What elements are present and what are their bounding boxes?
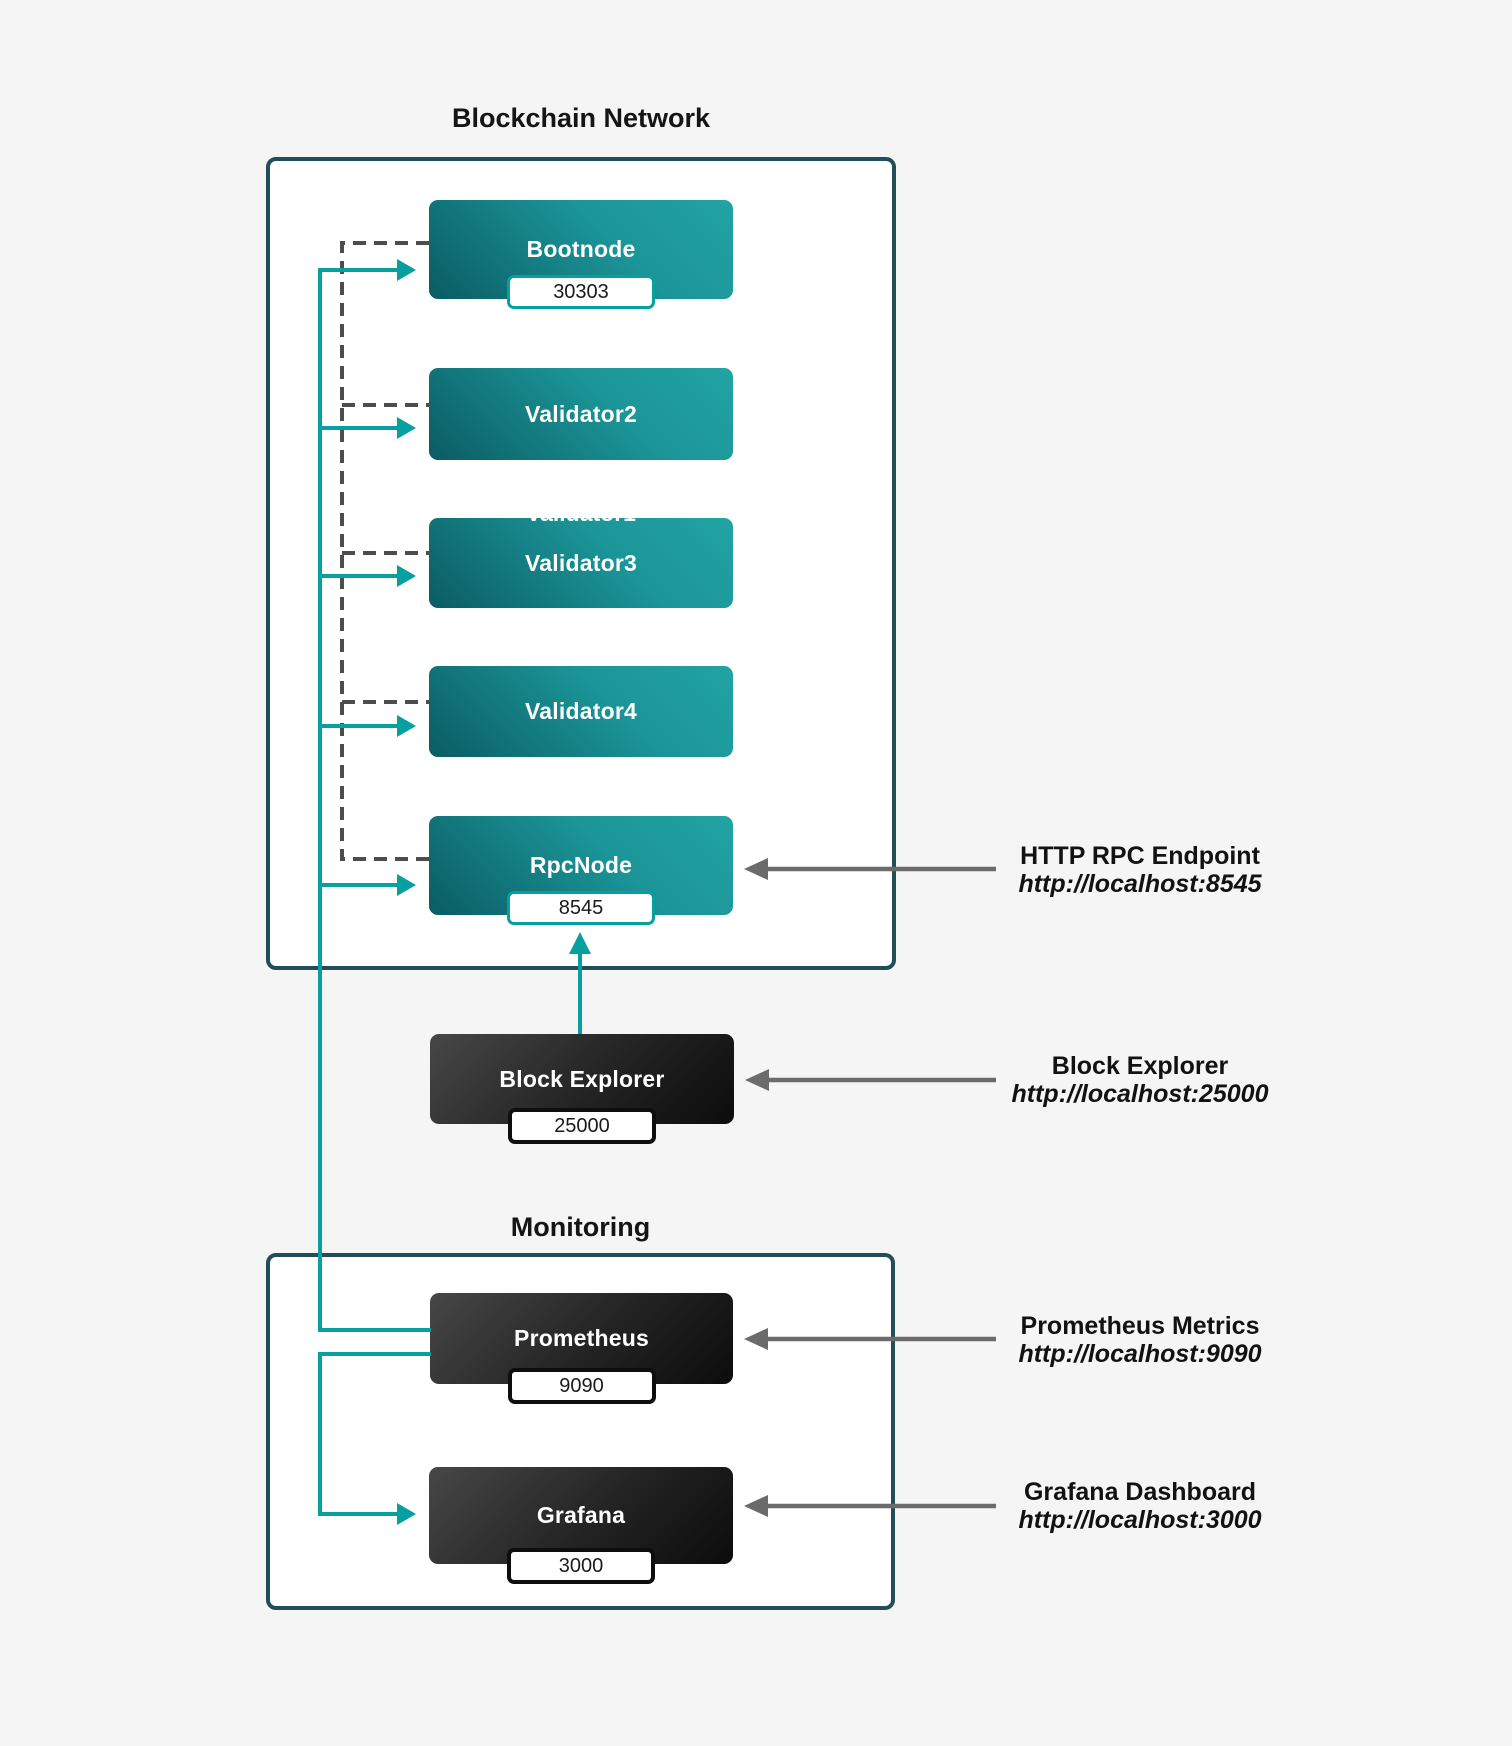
prometheus-annotation: Prometheus Metrics http://localhost:9090 xyxy=(990,1312,1290,1368)
grafana-annotation-url: http://localhost:3000 xyxy=(1018,1506,1262,1534)
rpc-endpoint-annotation-url: http://localhost:8545 xyxy=(1018,870,1262,898)
grafana-annotation: Grafana Dashboard http://localhost:3000 xyxy=(990,1478,1290,1534)
arrowhead-explorer-pointer xyxy=(745,1069,769,1091)
rpc-endpoint-annotation-title: HTTP RPC Endpoint xyxy=(1020,842,1260,870)
rpcnode-port-badge: 8545 xyxy=(507,891,655,925)
validator3-node: Validator3 xyxy=(429,518,733,608)
block-explorer-annotation-title: Block Explorer xyxy=(1051,1052,1229,1080)
validator4-node: Validator4 xyxy=(429,666,733,757)
block-explorer-node: Block Explorer 25000 xyxy=(430,1034,734,1144)
grafana-port-badge: 3000 xyxy=(507,1548,655,1584)
validator2-node: Validator2 xyxy=(429,368,733,460)
validator2-label: Validator2 xyxy=(525,400,637,427)
block-explorer-annotation-url: http://localhost:25000 xyxy=(1011,1080,1269,1108)
prometheus-label: Prometheus xyxy=(514,1325,649,1351)
bootnode-label: Bootnode xyxy=(526,236,636,262)
monitoring-title: Monitoring xyxy=(510,1212,651,1242)
blockchain-network-title: Blockchain Network xyxy=(451,103,711,133)
rpcnode-node: RpcNode 8545 xyxy=(429,816,733,925)
block-explorer-annotation: Block Explorer http://localhost:25000 xyxy=(990,1052,1290,1108)
block-explorer-port-badge: 25000 xyxy=(508,1108,656,1144)
grafana-annotation-title: Grafana Dashboard xyxy=(1023,1478,1256,1506)
rpcnode-label: RpcNode xyxy=(529,852,633,878)
rpc-endpoint-annotation: HTTP RPC Endpoint http://localhost:8545 xyxy=(990,842,1290,898)
prometheus-annotation-url: http://localhost:9090 xyxy=(1018,1340,1262,1368)
validator3-label: Validator3 xyxy=(525,549,637,576)
bootnode-port-badge: 30303 xyxy=(507,275,655,309)
grafana-label: Grafana xyxy=(536,1502,626,1528)
validator4-label: Validator4 xyxy=(525,698,637,724)
prometheus-port-badge: 9090 xyxy=(507,1368,656,1404)
prometheus-annotation-title: Prometheus Metrics xyxy=(1020,1312,1260,1340)
block-explorer-label: Block Explorer xyxy=(499,1065,665,1092)
grafana-node: Grafana 3000 xyxy=(429,1467,733,1584)
bootnode-node: Bootnode 30303 xyxy=(429,200,733,309)
prometheus-node: Prometheus 9090 xyxy=(430,1293,733,1404)
